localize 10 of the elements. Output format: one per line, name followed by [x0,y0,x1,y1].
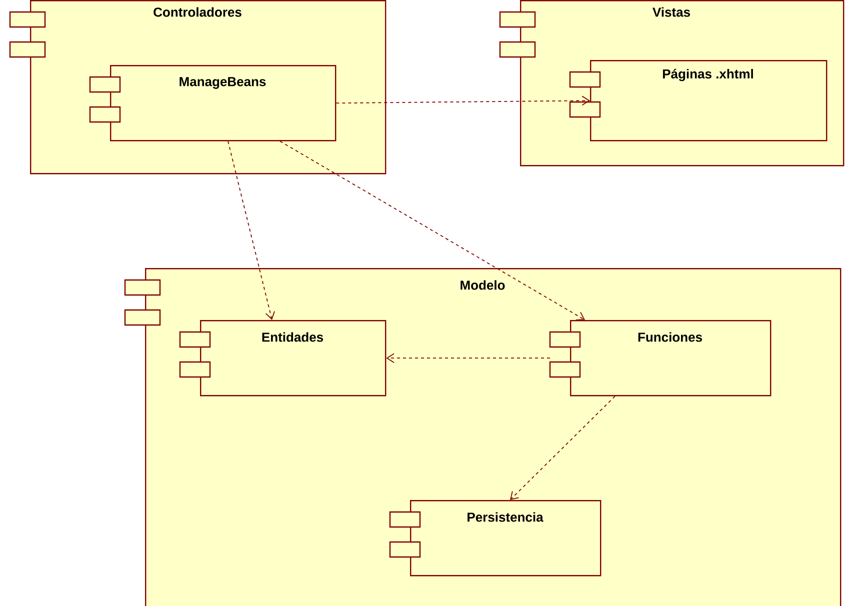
component-box: Páginas .xhtml [569,60,828,142]
component-box: ManageBeans [89,65,336,142]
dependency-arrow [386,353,550,364]
dependency-arrow [228,140,275,320]
dependency-arrow [280,140,585,320]
dependency-arrow [510,396,616,500]
component-box: Persistencia [389,500,602,576]
dependency-arrow [336,96,590,106]
component-box: Entidades [179,320,386,396]
component-box: Funciones [549,320,772,396]
